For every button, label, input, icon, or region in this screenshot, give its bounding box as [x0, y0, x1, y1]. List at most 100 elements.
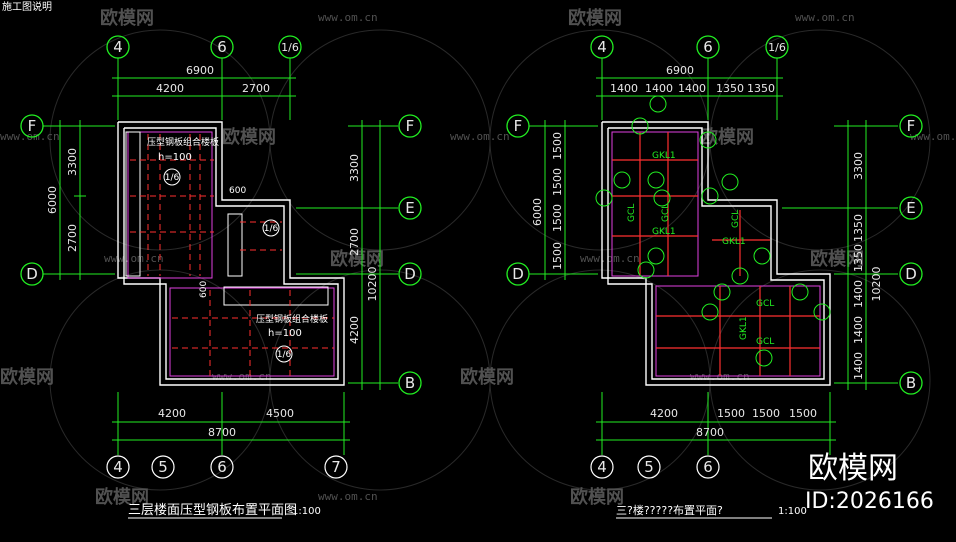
axis-bubble-1-6: 1/6 [278, 35, 302, 59]
watermark-url: www.om.cn [318, 490, 378, 503]
svg-text:4: 4 [597, 38, 607, 56]
watermark-url: www.om.cn [450, 130, 510, 143]
watermark-layer: 欧模网 www.om.cn 欧模网 www.om.cn www.om.cn 欧模… [0, 7, 956, 508]
dim-top-total: 6900 [666, 64, 694, 77]
beam-marker-circles [595, 95, 831, 367]
dim-bottom-part: 4200 [650, 407, 678, 420]
dim-top-part: 2700 [242, 82, 270, 95]
bottom-dimension-lines [596, 392, 836, 455]
dim-top-part: 1400 [678, 82, 706, 95]
slab-thickness: h=100 [268, 328, 302, 339]
axis-bubble-D: D [20, 262, 44, 286]
dim-left-total: 6000 [46, 186, 59, 214]
right-plan: 4 6 1/6 6900 1400 1400 1400 1350 1350 F [506, 35, 923, 519]
dim-right-part: 3300 [852, 152, 865, 180]
watermark-url: www.om.cn [104, 252, 164, 265]
slab-label: 压型钢板组合楼板 [256, 313, 328, 325]
svg-text:D: D [404, 265, 416, 283]
left-dimension-lines [529, 120, 598, 280]
axis-bubble-D: D [506, 262, 530, 286]
dim-left-part: 1500 [551, 242, 564, 270]
watermark-text: 欧模网 [100, 7, 154, 29]
axis-bubble-6: 6 [696, 35, 720, 59]
svg-text:F: F [28, 117, 37, 135]
bottom-dimension-lines [112, 392, 350, 455]
dim-left-part: 1500 [551, 204, 564, 232]
dim-bottom-total: 8700 [696, 426, 724, 439]
dim-left-total: 6000 [531, 198, 544, 226]
axis-bubble-B: B [899, 371, 923, 395]
dim-right-total: 10200 [870, 267, 883, 302]
axis-bubble-D: D [899, 262, 923, 286]
detail-ref-bubble: 1/6 [275, 345, 293, 363]
svg-text:F: F [406, 117, 415, 135]
axis-bubble-6: 6 [696, 455, 720, 479]
top-dimension-lines [596, 58, 783, 120]
beam-layout-lines [612, 132, 820, 376]
svg-text:D: D [905, 265, 917, 283]
dim-bottom-part: 1500 [752, 407, 780, 420]
axis-bubble-F: F [899, 114, 923, 138]
right-dimension-lines [782, 120, 898, 390]
top-left-fragment: 施工图说明 [2, 0, 52, 13]
dim-right-part: 1350 [852, 244, 865, 272]
axis-bubble-5: 5 [637, 455, 661, 479]
axis-bubble-E: E [899, 196, 923, 220]
svg-text:6: 6 [217, 458, 227, 476]
svg-text:4: 4 [113, 38, 123, 56]
plan-inner-outline [127, 131, 335, 377]
right-dimension-lines [296, 120, 398, 390]
beam-label: GCL [756, 337, 774, 347]
watermark-text: 欧模网 [700, 126, 754, 148]
beam-label: GKL1 [652, 151, 676, 161]
svg-text:6: 6 [703, 458, 713, 476]
brand-stamp: 欧模网 ID:2026166 [805, 451, 934, 514]
plan-scale: 1:100 [292, 506, 321, 517]
axis-bubble-6: 6 [210, 455, 234, 479]
svg-text:4: 4 [597, 458, 607, 476]
brand-name: 欧模网 [808, 451, 898, 486]
svg-text:E: E [405, 199, 414, 217]
plan-walls [601, 121, 831, 386]
axis-bubble-F: F [398, 114, 422, 138]
axis-bubble-5: 5 [151, 455, 175, 479]
svg-text:1/6: 1/6 [277, 350, 292, 360]
svg-text:6: 6 [703, 38, 713, 56]
axis-bubble-4: 4 [590, 455, 614, 479]
svg-text:D: D [512, 265, 524, 283]
dim-right-total: 10200 [366, 267, 379, 302]
svg-text:1/6: 1/6 [264, 224, 279, 234]
beam-label: GKL1 [739, 316, 749, 340]
left-plan: 4 6 1/6 6900 4200 2700 F D [20, 35, 422, 519]
axis-bubble-7: 7 [324, 455, 348, 479]
dim-bottom-part: 1500 [789, 407, 817, 420]
dim-top-part: 1400 [645, 82, 673, 95]
beam-label: GKL1 [722, 237, 746, 247]
beam-label: GCL [627, 204, 637, 222]
slab-label: 压型钢板组合楼板 [147, 136, 219, 148]
deck-layout-lines [130, 134, 334, 376]
dim-right-part: 2700 [348, 228, 361, 256]
dim-top-part: 1350 [747, 82, 775, 95]
axis-bubble-4: 4 [106, 35, 130, 59]
svg-text:E: E [906, 199, 915, 217]
axis-bubble-B: B [398, 371, 422, 395]
detail-ref-bubble: 1/6 [163, 168, 181, 186]
svg-text:F: F [907, 117, 916, 135]
watermark-url: www.om.cn [318, 11, 378, 24]
watermark-text: 欧模网 [330, 248, 384, 270]
top-dimension-lines [112, 58, 296, 120]
watermark-text: 欧模网 [810, 248, 864, 270]
axis-bubble-F: F [506, 114, 530, 138]
watermark-text: 欧模网 [95, 486, 149, 508]
dim-top-total: 6900 [186, 64, 214, 77]
plan-inner-outline [611, 131, 821, 377]
axis-bubble-D: D [398, 262, 422, 286]
small-dim: 600 [229, 186, 246, 196]
svg-text:1/6: 1/6 [165, 173, 180, 183]
dim-right-part: 3300 [348, 154, 361, 182]
watermark-text: 欧模网 [568, 7, 622, 29]
watermark-text: 欧模网 [222, 126, 276, 148]
plan-title: 三?楼?????布置平面? [616, 503, 723, 517]
